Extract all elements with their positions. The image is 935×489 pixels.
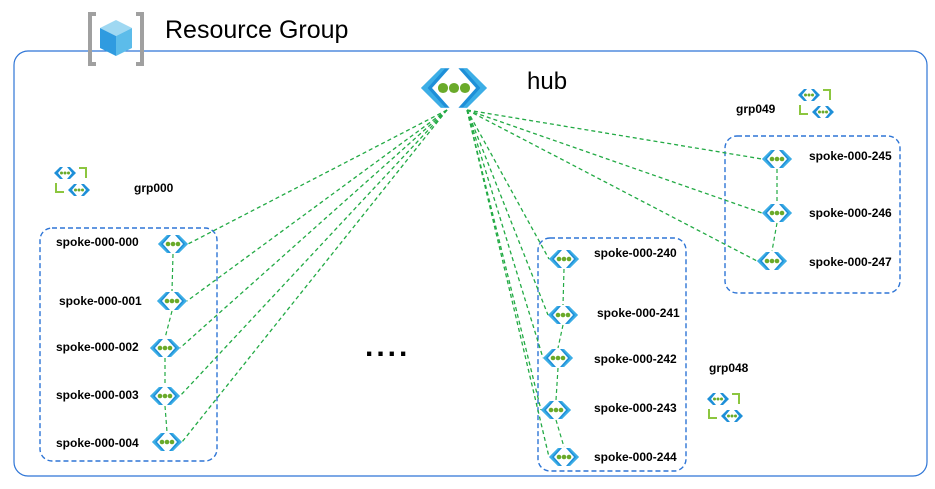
- group-chain-line: [555, 419, 565, 448]
- group-box-grp000: [39, 227, 218, 462]
- resource-group-icon: [88, 12, 144, 66]
- spoke-label: spoke-000-240: [594, 246, 677, 260]
- group-box-grp048: [537, 237, 687, 472]
- peering-line: [466, 109, 550, 458]
- spoke-label: spoke-000-245: [809, 149, 892, 163]
- peering-line: [466, 109, 758, 262]
- peering-line: [179, 109, 448, 349]
- page-title: Resource Group: [165, 16, 349, 44]
- spoke-vnet-icon[interactable]: [762, 150, 792, 168]
- peering-line: [466, 109, 550, 260]
- spoke-label: spoke-000-247: [809, 255, 892, 269]
- peering-line: [466, 109, 763, 214]
- group-label-grp049: grp049: [736, 102, 776, 116]
- group-chain-line: [555, 367, 559, 401]
- spoke-vnet-icon[interactable]: [762, 204, 792, 222]
- peering-line: [181, 109, 448, 443]
- spoke-vnet-icon[interactable]: [152, 433, 182, 451]
- spoke-vnet-icon[interactable]: [158, 235, 188, 253]
- group-chain-line: [557, 324, 564, 349]
- spoke-label: spoke-000-243: [594, 401, 677, 415]
- group-label-grp048: grp048: [709, 361, 749, 375]
- group-icon-grp000: [54, 167, 90, 196]
- group-chain-lines: [164, 169, 778, 448]
- hub-vnet-icon[interactable]: [421, 68, 487, 108]
- spoke-label: spoke-000-244: [594, 450, 677, 464]
- group-chain-line: [771, 222, 778, 252]
- spoke-vnet-icon[interactable]: [757, 252, 787, 270]
- spoke-label: spoke-000-246: [809, 206, 892, 220]
- group-icon-grp048: [707, 393, 743, 422]
- peering-line: [466, 109, 544, 359]
- peering-line: [187, 109, 448, 245]
- peering-line: [186, 109, 448, 302]
- spoke-label: spoke-000-241: [597, 306, 680, 320]
- spoke-label: spoke-000-001: [59, 294, 142, 308]
- resource-group-border: [13, 50, 928, 477]
- spoke-label: spoke-000-242: [594, 352, 677, 366]
- group-chain-line: [164, 310, 173, 339]
- spoke-label: spoke-000-003: [56, 388, 139, 402]
- ellipsis: ....: [365, 330, 411, 363]
- spoke-vnet-icon[interactable]: [548, 306, 578, 324]
- peering-lines: [179, 109, 763, 458]
- group-box-grp049: [724, 135, 901, 294]
- group-icon-grp049: [798, 89, 834, 118]
- spoke-label: spoke-000-000: [56, 235, 139, 249]
- spoke-vnet-icon[interactable]: [549, 250, 579, 268]
- spoke-vnet-icon[interactable]: [543, 349, 573, 367]
- group-chain-line: [562, 268, 565, 306]
- spoke-vnet-icon[interactable]: [150, 387, 180, 405]
- peering-line: [466, 109, 542, 411]
- spoke-vnet-icon[interactable]: [157, 292, 187, 310]
- group-chain-line: [171, 253, 174, 292]
- hub-label: hub: [527, 68, 568, 95]
- peering-line: [179, 109, 448, 397]
- group-chain-line: [164, 405, 168, 433]
- spoke-label: spoke-000-004: [56, 436, 139, 450]
- peering-line: [466, 109, 549, 316]
- group-label-grp000: grp000: [134, 181, 174, 195]
- spoke-label: spoke-000-002: [56, 340, 139, 354]
- spoke-vnet-icon[interactable]: [150, 339, 180, 357]
- spoke-vnet-icon[interactable]: [549, 448, 579, 466]
- peering-line: [466, 109, 763, 160]
- spoke-vnet-icon[interactable]: [541, 401, 571, 419]
